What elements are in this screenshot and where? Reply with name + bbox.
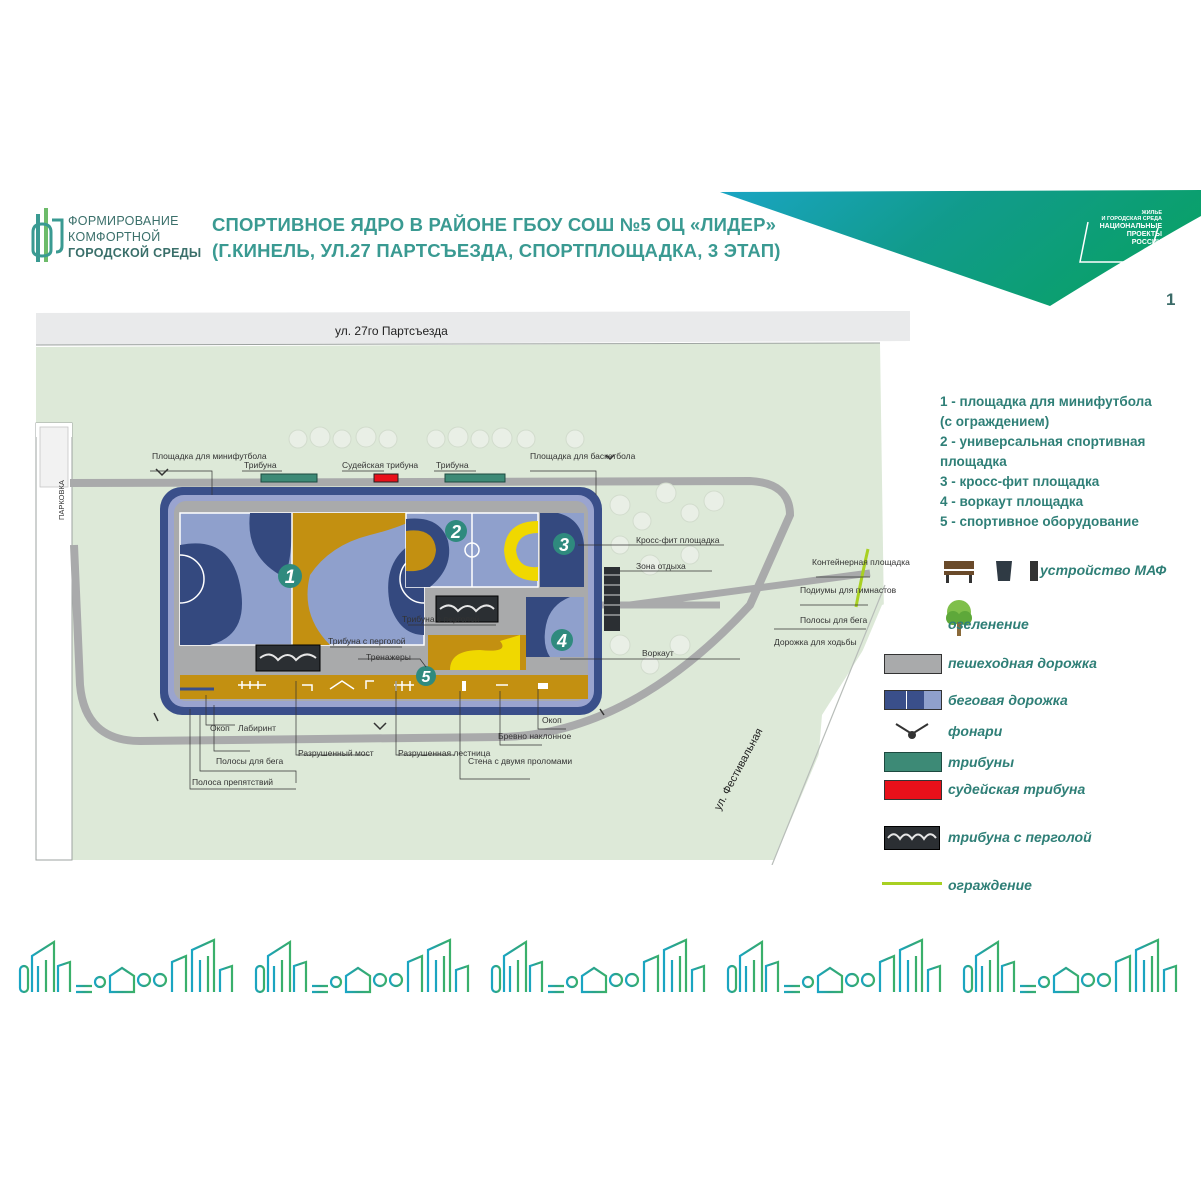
label-minifootball: Площадка для минифутбола xyxy=(152,451,267,461)
pergola-tribune-2 xyxy=(255,644,321,672)
label-walking-path: Дорожка для ходьбы xyxy=(774,637,857,647)
badge-line-1: ЖИЛЬЕ xyxy=(1141,210,1162,216)
label-pergola-1: Трибуна с перголой xyxy=(402,614,480,624)
zone-5-label: 5 xyxy=(422,669,432,686)
badge-line-2: И ГОРОДСКАЯ СРЕДА xyxy=(1101,216,1162,222)
label-tribune-right: Трибуна xyxy=(436,460,469,470)
legend-numbered: 1 - площадка для минифутбола (с огражден… xyxy=(940,392,1152,532)
lamp-icon xyxy=(895,723,929,739)
legend-num-2b: площадка xyxy=(940,454,1007,469)
legend-maf: устройство МАФ xyxy=(1040,562,1167,578)
label-running: Полосы для бега xyxy=(216,756,283,766)
legend-num-1: 1 - площадка для минифутбола xyxy=(940,394,1152,409)
parking-label: ПАРКОВКА xyxy=(57,480,66,520)
leader-lines xyxy=(150,470,870,790)
badge-line-5: РОССИИ xyxy=(1131,239,1162,246)
legend-num-4: 4 - воркаут площадка xyxy=(940,494,1084,509)
label-workout: Воркаут xyxy=(642,648,674,658)
logo-text: ФОРМИРОВАНИЕ КОМФОРТНОЙ ГОРОДСКОЙ СРЕДЫ xyxy=(68,213,201,261)
logo-mark-icon xyxy=(31,208,64,262)
label-running-right: Полосы для бега xyxy=(800,615,867,625)
legend-fence: ограждение xyxy=(948,877,1032,893)
title-line-2: (Г.КИНЕЛЬ, УЛ.27 ПАРТСЪЕЗДА, СПОРТПЛОЩАД… xyxy=(212,240,781,261)
street-north-label: ул. 27го Партсъезда xyxy=(335,324,448,338)
parking-area xyxy=(35,422,73,861)
badge-frame-icon xyxy=(1079,221,1159,263)
legend-num-3: 3 - кросс-фит площадка xyxy=(940,474,1100,489)
site-plan-map: 1 2 3 4 5 ул. 27го Партсъезда ПАРКОВКА xyxy=(30,305,910,865)
label-ruined-stairs: Разрушенная лестница xyxy=(398,748,491,758)
zone-2-label: 2 xyxy=(450,522,461,542)
rest-zone-bench xyxy=(604,567,620,631)
legend-num-5: 5 - спортивное оборудование xyxy=(940,514,1139,529)
label-container: Контейнерная площадка xyxy=(812,557,910,567)
tribune-right xyxy=(444,473,506,483)
fence-line xyxy=(854,548,870,608)
header-swoosh xyxy=(720,190,1201,306)
legend-tribunes: трибуны xyxy=(948,754,1015,770)
logo-line-3: ГОРОДСКОЙ СРЕДЫ xyxy=(68,246,202,260)
label-trench-right: Окоп xyxy=(542,715,562,725)
pergola-icon xyxy=(884,826,940,850)
bench-icon xyxy=(944,561,1038,583)
pergola-tribune-1 xyxy=(435,595,499,623)
label-basketball: Площадка для баскетбола xyxy=(530,451,636,461)
label-pergola-2: Трибуна с перголой xyxy=(328,636,406,646)
judge-tribune xyxy=(373,473,399,483)
label-rest-zone: Зона отдыха xyxy=(636,561,686,571)
label-judge-tribune: Судейская трибуна xyxy=(342,460,418,470)
legend-swatch-path xyxy=(884,654,942,674)
zone-3-label: 3 xyxy=(559,535,569,555)
legend-judge: судейская трибуна xyxy=(948,781,1086,797)
label-ruined-bridge: Разрушенный мост xyxy=(298,748,374,758)
legend-swatch-judge xyxy=(884,780,942,800)
label-obstacles: Полоса препятствий xyxy=(192,777,273,787)
label-podiums: Подиумы для гимнастов xyxy=(800,585,897,595)
page-title: СПОРТИВНОЕ ЯДРО В РАЙОНЕ ГБОУ СОШ №5 ОЦ … xyxy=(212,212,781,264)
legend-lamps: фонари xyxy=(948,723,1003,739)
city-skyline-ornament xyxy=(18,938,1178,994)
label-trench: Окоп xyxy=(210,723,230,733)
logo-line-1: ФОРМИРОВАНИЕ xyxy=(68,214,179,228)
label-log: Бревно наклонное xyxy=(498,731,571,741)
page-number: 1 xyxy=(1166,290,1176,309)
pedestrian-loop xyxy=(69,476,795,746)
legend-num-2: 2 - универсальная спортивная xyxy=(940,434,1146,449)
zone-4-label: 4 xyxy=(556,631,567,651)
zone-markers: 1 2 3 4 5 xyxy=(278,520,575,686)
label-labyrinth: Лабиринт xyxy=(238,723,276,733)
badge-line-3: НАЦИОНАЛЬНЫЕ xyxy=(1099,223,1162,230)
legend-swatch-track xyxy=(884,690,942,710)
title-line-1: СПОРТИВНОЕ ЯДРО В РАЙОНЕ ГБОУ СОШ №5 ОЦ … xyxy=(212,214,777,235)
tree-icon xyxy=(946,600,972,636)
legend-swatch-tribunes xyxy=(884,752,942,772)
label-tribune-left: Трибуна xyxy=(244,460,277,470)
obstacle-course xyxy=(180,675,588,699)
legend-path: пешеходная дорожка xyxy=(948,655,1097,671)
badge-line-4: ПРОЕКТЫ xyxy=(1126,231,1162,238)
legend-track: беговая дорожка xyxy=(948,692,1068,708)
logo xyxy=(30,206,64,264)
legend-pergola: трибуна с перголой xyxy=(948,829,1092,845)
label-crossfit: Кросс-фит площадка xyxy=(636,535,720,545)
north-street xyxy=(36,311,910,345)
logo-line-2: КОМФОРТНОЙ xyxy=(68,230,161,244)
label-wall: Стена с двумя проломами xyxy=(468,756,572,766)
national-projects-badge: ЖИЛЬЕ И ГОРОДСКАЯ СРЕДА НАЦИОНАЛЬНЫЕ ПРО… xyxy=(1084,210,1162,247)
label-trainers: Тренажеры xyxy=(366,652,411,662)
legend-swatch-fence xyxy=(882,882,942,885)
tribune-left xyxy=(260,473,318,483)
zone-1-label: 1 xyxy=(285,567,296,588)
legend-num-1b: (с ограждением) xyxy=(940,414,1050,429)
legend-greenery: озеленение xyxy=(948,616,1029,632)
